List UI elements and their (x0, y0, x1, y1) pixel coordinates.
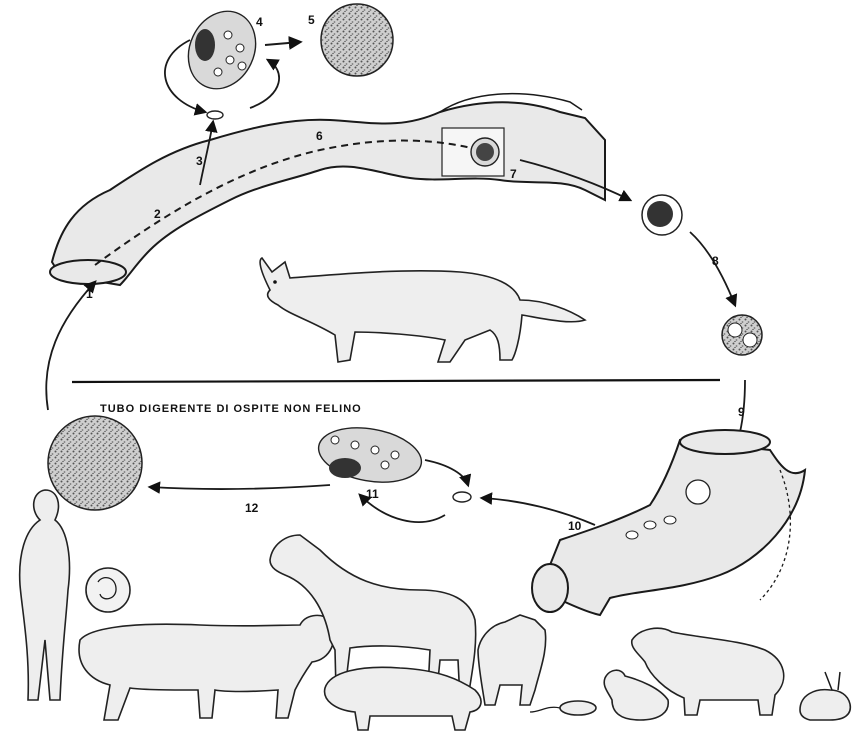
label-1: 1 (86, 287, 93, 301)
label-2: 2 (154, 207, 161, 221)
divider-line (72, 380, 720, 382)
label-4: 4 (256, 15, 263, 29)
cow-icon (79, 615, 334, 720)
cat-intestine (50, 94, 605, 285)
label-5: 5 (308, 13, 315, 27)
fetus-icon (86, 568, 130, 612)
rabbit-icon (800, 672, 850, 720)
stage-10-zoite (453, 492, 471, 502)
pig-icon (325, 667, 481, 730)
dog-icon (478, 615, 546, 705)
human-icon (20, 490, 70, 700)
caption-text: TUBO DIGERENTE DI OSPITE NON FELINO (100, 403, 362, 415)
intestine-opening-lower (532, 564, 568, 612)
mouse-icon (530, 701, 596, 715)
cat-icon (260, 258, 585, 362)
intestine-opening (50, 260, 126, 284)
label-6: 6 (316, 129, 323, 143)
label-3: 3 (196, 154, 203, 168)
label-10: 10 (568, 519, 582, 533)
oocyst-in-gut (471, 138, 499, 166)
sporulated-oocyst (722, 315, 762, 355)
stage-3-zoite (207, 111, 223, 119)
label-9: 9 (738, 405, 745, 419)
label-8: 8 (712, 254, 719, 268)
label-7: 7 (510, 167, 517, 181)
stage-4-cell (176, 0, 268, 100)
unsporulated-oocyst (642, 195, 682, 235)
stage-11-cell (314, 420, 425, 489)
label-12: 12 (245, 501, 259, 515)
stage-5-cyst (321, 4, 393, 76)
stage-12-cyst (48, 416, 142, 510)
label-11: 11 (366, 487, 379, 501)
